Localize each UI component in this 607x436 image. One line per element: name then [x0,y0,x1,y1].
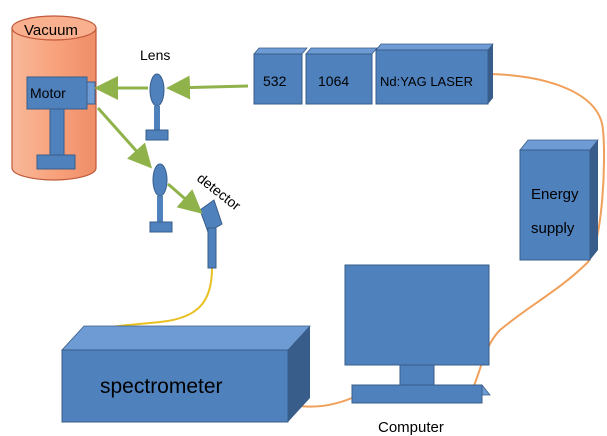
collection-lens [149,163,173,233]
energy-supply-label-line2: supply [531,220,575,237]
lens-label: Lens [140,47,170,63]
computer-label: Computer [378,419,444,436]
beam-motor-to-lens2 [96,107,152,169]
spectrometer: spectrometer [61,325,311,423]
energy-supply-label-line1: Energy [531,186,579,203]
spectrometer-label: spectrometer [100,375,223,398]
laser-532-label: 532 [263,73,287,89]
vacuum-label: Vacuum [24,22,78,39]
computer-to-spectrometer-cable [299,397,353,408]
detector-fiber-cable [99,267,213,331]
motor-assembly: Motor [26,76,96,170]
energy-supply: Energy supply [519,139,599,261]
detector-label: detector [194,170,244,214]
beam-laser-to-lens [166,75,249,100]
beam-lens2-to-detector [167,182,203,214]
detector-probe [199,199,223,269]
laser-main-label: Nd:YAG LASER [380,74,473,89]
nd-yag-laser: 532 1064 Nd:YAG LASER [253,43,494,105]
laser-1064-label: 1064 [318,73,349,89]
focusing-lens [145,73,169,141]
computer [344,264,491,404]
motor-label: Motor [30,85,66,101]
